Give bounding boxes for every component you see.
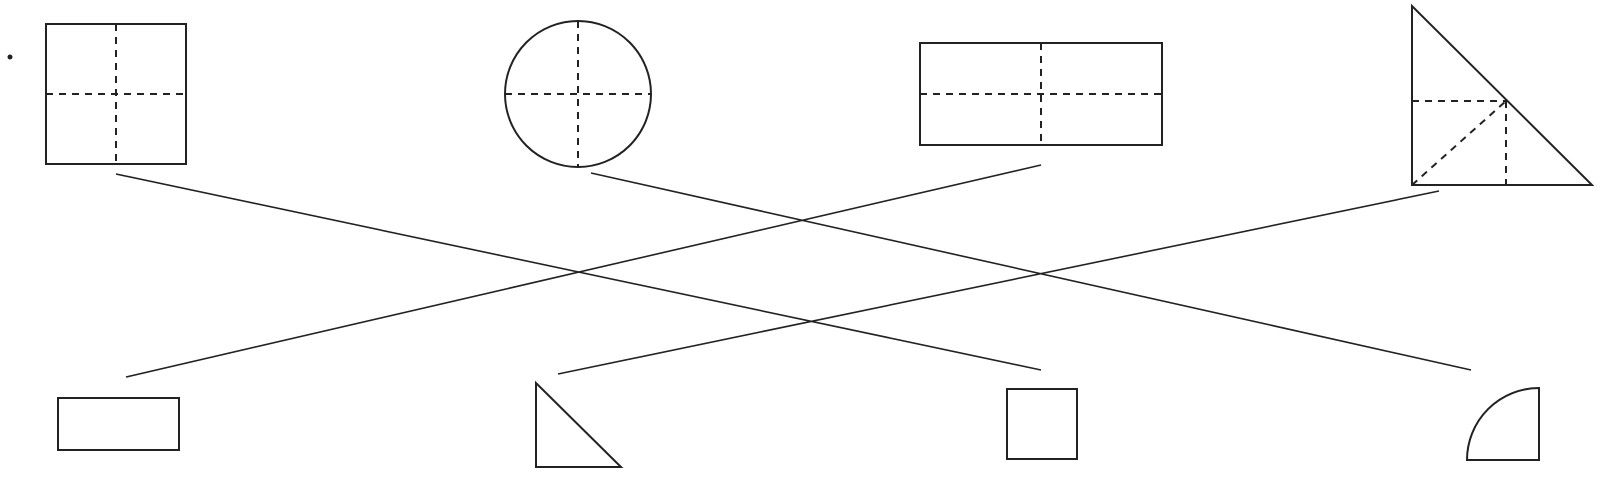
folded-triangle xyxy=(1411,3,1595,186)
match-line-triangle xyxy=(557,190,1440,375)
result-rectangle xyxy=(57,397,180,451)
result-triangle xyxy=(535,380,624,468)
folded-circle xyxy=(504,20,652,168)
result-quarter-circle xyxy=(1465,386,1540,461)
folded-triangle-outline xyxy=(1411,3,1595,186)
folded-square xyxy=(45,23,187,165)
bullet-dot xyxy=(7,54,13,60)
folded-triangle-diagonal-fold xyxy=(1411,100,1507,186)
diagram-ink xyxy=(7,3,1595,468)
match-line-circle xyxy=(590,172,1472,371)
folded-rectangle xyxy=(919,42,1163,146)
match-line-rectangle xyxy=(125,164,1042,378)
folded-circle-outline xyxy=(504,20,652,168)
result-square xyxy=(1006,388,1078,460)
